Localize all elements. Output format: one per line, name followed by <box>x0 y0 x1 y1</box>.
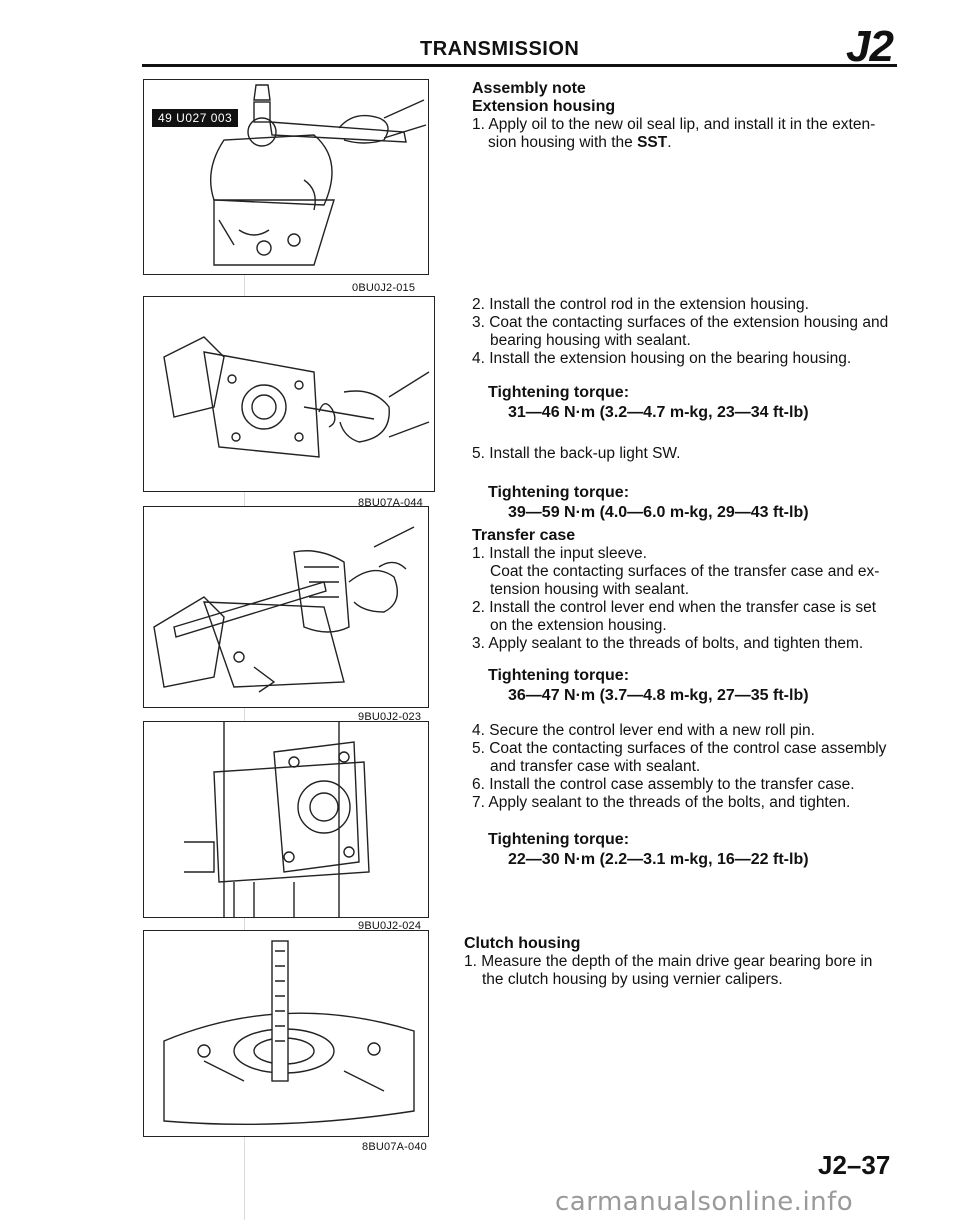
step-text: Coat the contacting surfaces of the tran… <box>490 563 880 598</box>
step-text: 5. Install the back-up light SW. <box>472 445 681 462</box>
page-number: J2–37 <box>818 1150 891 1180</box>
transfer-case-illustration <box>184 722 370 917</box>
figure-seal-install: 49 U027 003 <box>143 79 429 275</box>
hammer-seal-install-illustration <box>209 84 427 266</box>
transfer-case-section: Transfer case 1. Install the input sleev… <box>472 527 892 653</box>
page-title: TRANSMISSION <box>420 38 580 60</box>
tightening-torque-block: Tightening torque: 31—46 N·m (3.2—4.7 m-… <box>488 383 809 423</box>
section-heading: Transfer case <box>472 527 576 544</box>
figure-torque-wrench <box>143 506 429 708</box>
figure-extension-housing <box>143 296 435 492</box>
torque-label: Tightening torque: <box>488 384 630 401</box>
step-text: 3. Apply sealant to the threads of bolts… <box>472 635 864 652</box>
tightening-torque-block: Tightening torque: 39—59 N·m (4.0—6.0 m-… <box>488 483 809 523</box>
sst-label: SST <box>637 134 668 151</box>
vernier-caliper-illustration <box>163 940 415 1126</box>
figure-vernier-caliper <box>143 930 429 1137</box>
figure-transfer-case <box>143 721 429 918</box>
step-text: 5. Coat the contacting surfaces of the c… <box>472 740 887 775</box>
torque-label: Tightening torque: <box>488 667 630 684</box>
extension-housing-install-illustration <box>163 336 430 458</box>
step-text: 2. Install the control rod in the extens… <box>472 296 809 313</box>
watermark: carmanualsonline.info <box>555 1187 854 1217</box>
step-text: 7. Apply sealant to the threads of the b… <box>472 794 851 811</box>
transfer-steps: 4. Secure the control lever end with a n… <box>472 722 892 812</box>
step-text: 1. Install the input sleeve. <box>472 545 647 562</box>
torque-label: Tightening torque: <box>488 484 630 501</box>
torque-value: 39—59 N·m (4.0—6.0 m-kg, 29—43 ft-lb) <box>508 504 809 521</box>
tightening-torque-block: Tightening torque: 36—47 N·m (3.7—4.8 m-… <box>488 666 809 706</box>
torque-value: 31—46 N·m (3.2—4.7 m-kg, 23—34 ft-lb) <box>508 404 809 421</box>
step-text: 4. Secure the control lever end with a n… <box>472 722 815 739</box>
torque-value: 22—30 N·m (2.2—3.1 m-kg, 16—22 ft-lb) <box>508 851 809 868</box>
step-text: sion housing with the SST. <box>488 134 672 151</box>
step-text: 1. Measure the depth of the main drive g… <box>464 953 873 988</box>
figure-caption: 8BU07A-040 <box>362 1141 427 1153</box>
step-text: 6. Install the control case assembly to … <box>472 776 855 793</box>
section-heading: Clutch housing <box>464 935 581 952</box>
header-rule <box>142 64 897 67</box>
assembly-note-section: Assembly note Extension housing 1. Apply… <box>472 80 902 152</box>
clutch-housing-section: Clutch housing 1. Measure the depth of t… <box>464 935 894 989</box>
step-text: 1. Apply oil to the new oil seal lip, an… <box>472 116 876 133</box>
subsection-heading: Extension housing <box>472 98 616 115</box>
extension-steps: 2. Install the control rod in the extens… <box>472 296 902 368</box>
step-text: 4. Install the extension housing on the … <box>472 350 852 367</box>
figure-caption: 9BU0J2-023 <box>358 711 422 723</box>
figure-caption: 0BU0J2-015 <box>352 282 416 294</box>
section-heading: Assembly note <box>472 80 586 97</box>
torque-label: Tightening torque: <box>488 831 630 848</box>
step-text: 3. Coat the contacting surfaces of the e… <box>472 314 889 349</box>
section-code: J2 <box>846 22 894 71</box>
torque-wrench-illustration <box>153 526 415 693</box>
tool-number-label: 49 U027 003 <box>152 109 239 127</box>
tightening-torque-block: Tightening torque: 22—30 N·m (2.2—3.1 m-… <box>488 830 809 870</box>
torque-value: 36—47 N·m (3.7—4.8 m-kg, 27—35 ft-lb) <box>508 687 809 704</box>
step-text: 2. Install the control lever end when th… <box>472 599 877 634</box>
figure-caption: 9BU0J2-024 <box>358 920 422 932</box>
